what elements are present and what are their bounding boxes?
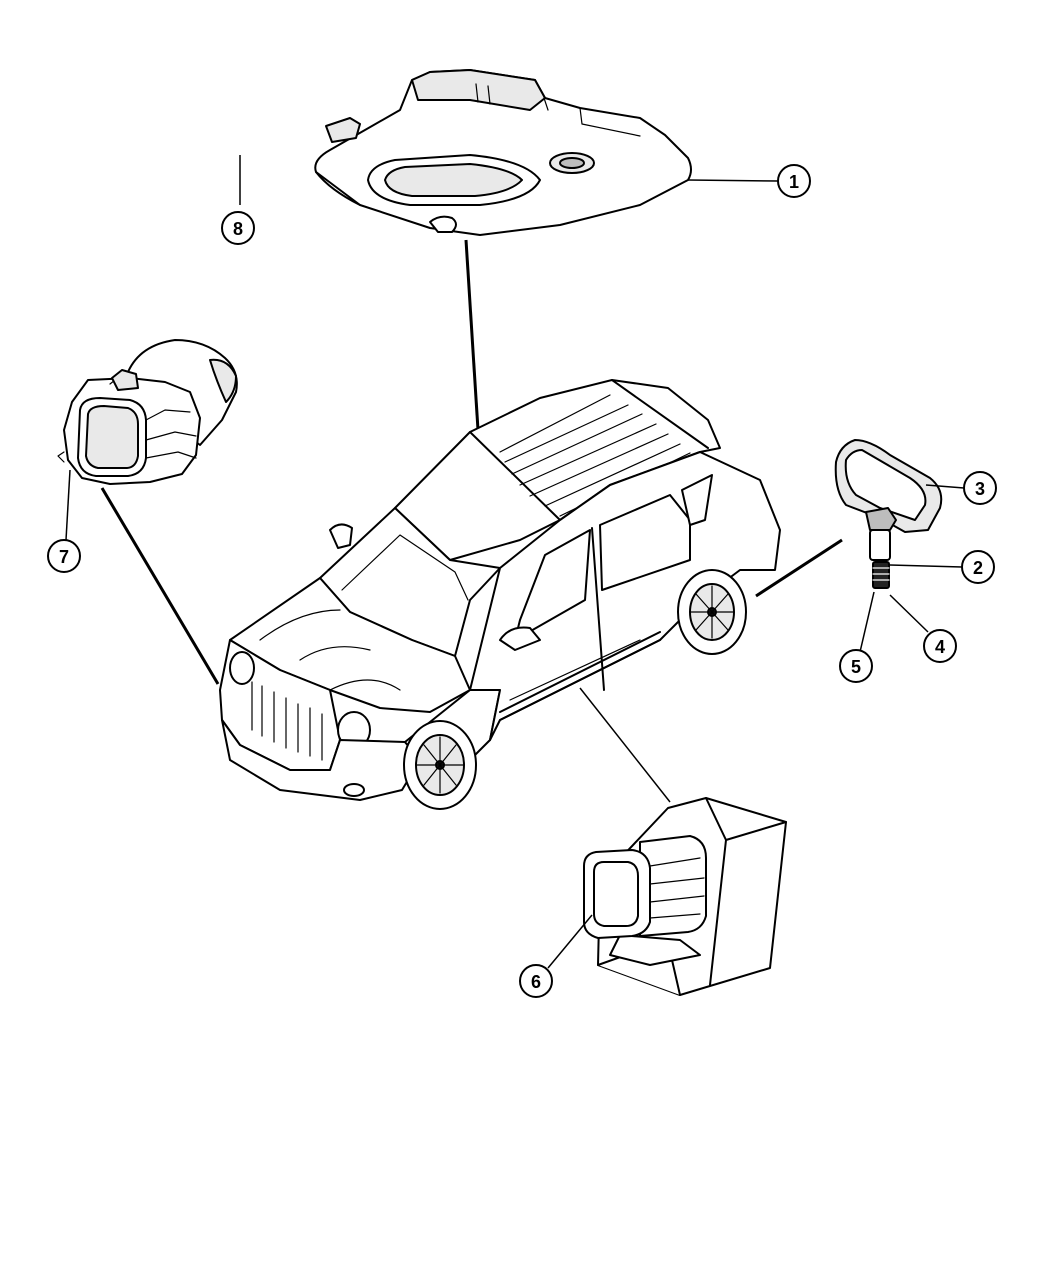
connector-sensor-vehicle: [755, 538, 843, 598]
connector-lamp-vehicle: [100, 487, 220, 685]
leader-1: [687, 179, 779, 182]
callout-6: 6: [519, 964, 553, 998]
callout-label-2: 2: [973, 558, 983, 578]
callout-label-4: 4: [935, 637, 945, 657]
tire-sensor: [834, 439, 943, 589]
callout-4: 4: [923, 629, 957, 663]
callout-2: 2: [961, 550, 995, 584]
callout-label-6: 6: [531, 972, 541, 992]
leader-7: [65, 469, 71, 541]
leader-4: [889, 594, 929, 633]
callout-3: 3: [963, 471, 997, 505]
callout-label-3: 3: [975, 479, 985, 499]
leader-5: [859, 591, 875, 653]
callout-label-7: 7: [59, 547, 69, 567]
callout-label-5: 5: [851, 657, 861, 677]
callout-5: 5: [839, 649, 873, 683]
lamp-module: [57, 339, 238, 485]
connector-module-vehicle: [579, 687, 671, 803]
antenna-module: [583, 797, 787, 996]
leader-2: [889, 564, 963, 568]
callout-label-8: 8: [233, 219, 243, 239]
callout-7: 7: [47, 539, 81, 573]
connector-console-vehicle: [464, 239, 480, 431]
callout-8: 8: [221, 211, 255, 245]
vehicle-body: [219, 379, 781, 810]
leader-3: [925, 484, 965, 489]
leader-6: [547, 914, 593, 969]
callout-1: 1: [777, 164, 811, 198]
overhead-console: [314, 69, 692, 236]
callout-label-1: 1: [789, 172, 799, 192]
